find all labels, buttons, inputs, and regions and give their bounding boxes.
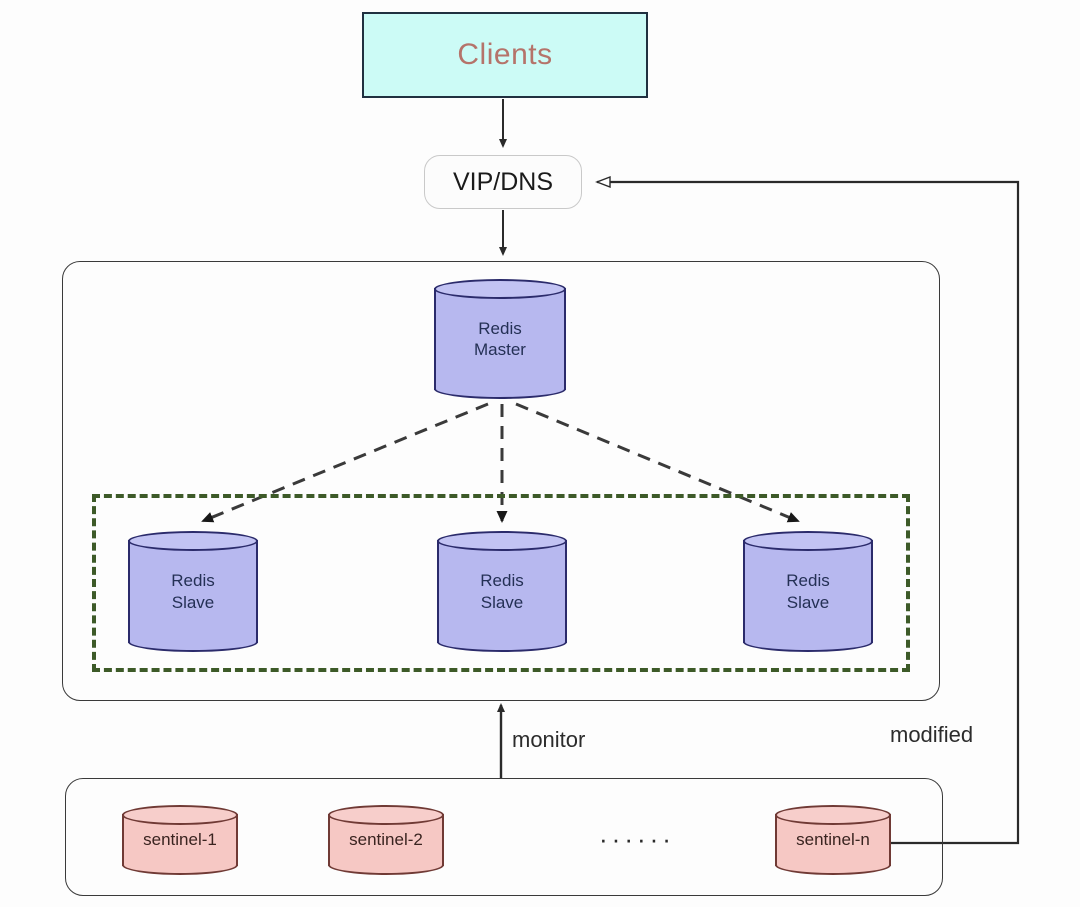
redis-slave-label-1: Redis Slave — [128, 531, 258, 652]
redis-slave-label-2: Redis Slave — [437, 531, 567, 652]
vip-dns-node[interactable]: VIP/DNS — [424, 155, 582, 209]
sentinel-node-n[interactable]: sentinel-n — [775, 805, 891, 875]
redis-master-label-line2: Master — [474, 340, 526, 359]
modified-edge-label: modified — [890, 722, 974, 747]
cylinder-body — [434, 288, 566, 390]
redis-master-node[interactable]: Redis Master — [434, 279, 566, 399]
sentinel-cluster-container — [65, 778, 943, 896]
monitor-edge-label: monitor — [512, 727, 586, 752]
sentinel-node-2[interactable]: sentinel-2 — [328, 805, 444, 875]
redis-cluster-container — [62, 261, 940, 701]
sentinel-node-n-label: sentinel-n — [796, 830, 870, 850]
sentinel-ellipsis: ······ — [599, 824, 675, 854]
redis-slave-2-line1: Redis — [480, 571, 524, 591]
sentinel-node-1-label: sentinel-1 — [143, 830, 217, 850]
cylinder-body — [743, 540, 873, 643]
redis-master-label-line1: Redis — [478, 318, 522, 338]
redis-slave-node-3[interactable]: Redis Slave — [743, 531, 873, 652]
clients-label: Clients — [457, 38, 553, 71]
cylinder-top — [437, 531, 567, 551]
redis-slave-node-1[interactable]: Redis Slave — [128, 531, 258, 652]
redis-slave-3-line2: Slave — [786, 592, 830, 612]
cylinder-top — [128, 531, 258, 551]
cylinder-top — [775, 805, 891, 825]
sentinel-node-1[interactable]: sentinel-1 — [122, 805, 238, 875]
redis-slave-1-line1: Redis — [171, 571, 215, 591]
redis-slave-label-3: Redis Slave — [743, 531, 873, 652]
redis-slave-node-2[interactable]: Redis Slave — [437, 531, 567, 652]
redis-slave-1-line2: Slave — [171, 592, 215, 612]
cylinder-top — [743, 531, 873, 551]
cylinder-body — [437, 540, 567, 643]
clients-box[interactable]: Clients — [362, 12, 648, 98]
replica-set-boundary — [92, 494, 910, 672]
vip-dns-label: VIP/DNS — [452, 167, 554, 196]
redis-slave-2-line2: Slave — [480, 592, 524, 612]
cylinder-top — [328, 805, 444, 825]
sentinel-node-2-label: sentinel-2 — [349, 830, 423, 850]
redis-slave-3-line1: Redis — [786, 571, 830, 591]
cylinder-top — [122, 805, 238, 825]
redis-master-label: Redis Master — [434, 279, 566, 399]
cylinder-body — [128, 540, 258, 643]
cylinder-top — [434, 279, 566, 299]
